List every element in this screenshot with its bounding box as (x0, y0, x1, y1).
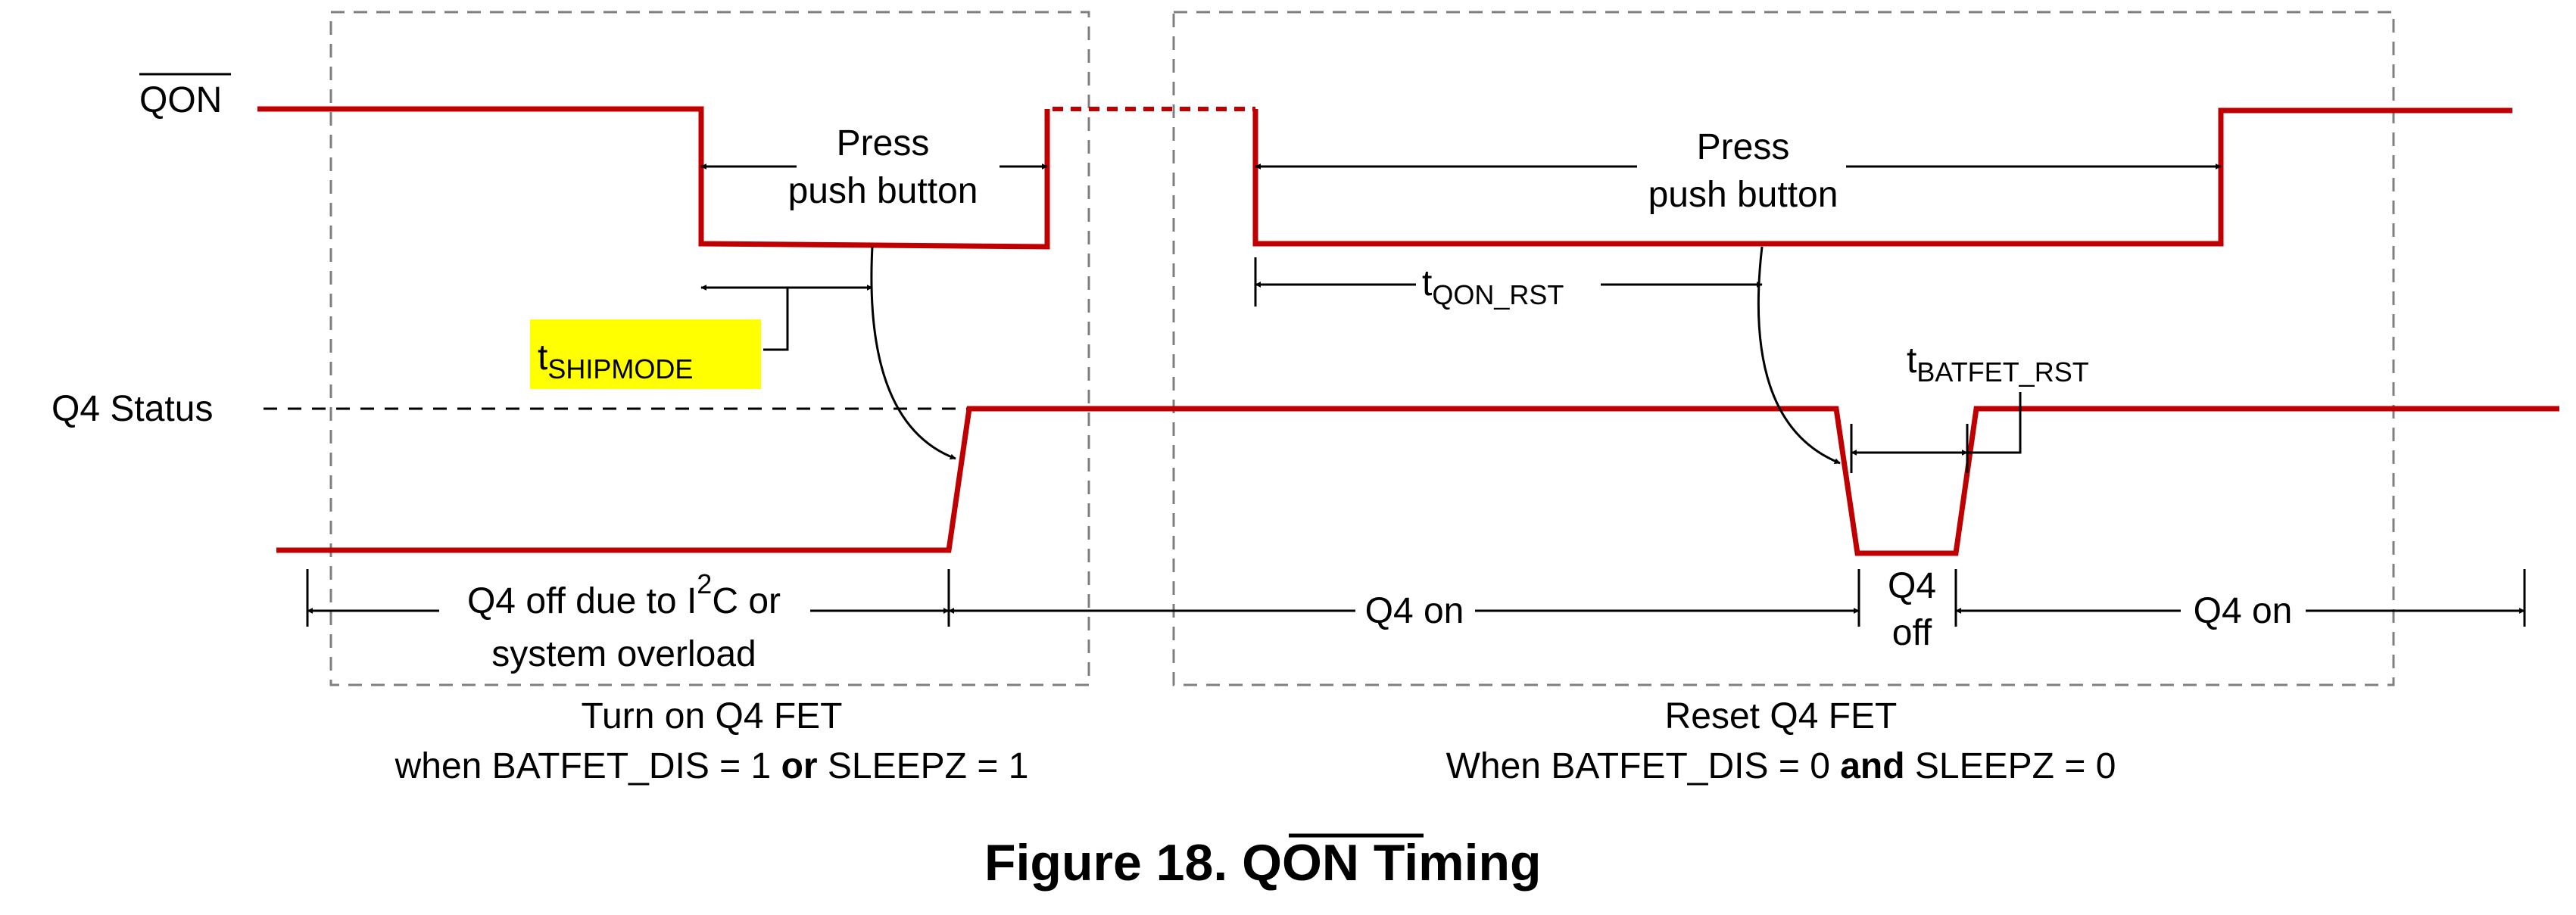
press-right-label-line1: Press (1697, 127, 1790, 167)
figure-caption-signal: QON (1242, 834, 1359, 892)
qon-rst-to-q4-fall-arrow (1757, 246, 1841, 465)
press-left-label-line1: Press (837, 123, 930, 163)
t-qon-rst-label: tQON_RST (1422, 263, 1564, 310)
t-shipmode-label: tSHIPMODE (538, 338, 693, 384)
t-shipmode-highlight (530, 319, 761, 389)
right-box-title: Reset Q4 FET (1665, 696, 1898, 736)
press-right-label-line2: push button (1648, 175, 1838, 215)
q4-off-short-label-line2: off (1892, 613, 1932, 653)
figure-caption: Figure 18. QON Timing (984, 834, 1542, 892)
q4-status-waveform (276, 406, 2559, 556)
left-box-title: Turn on Q4 FET (582, 696, 843, 736)
right-box-condition: When BATFET_DIS = 0 and SLEEPZ = 0 (1446, 746, 2116, 786)
q4-off-region-label-line2: system overload (491, 634, 756, 674)
qon-waveform-right (1252, 107, 2512, 247)
qon-signal-label: QON (139, 80, 222, 120)
t-shipmode-leader (763, 288, 789, 351)
q4-on-mid-label: Q4 on (1365, 591, 1464, 631)
left-box-condition: when BATFET_DIS = 1 or SLEEPZ = 1 (395, 746, 1029, 786)
right-region-box (1172, 11, 2395, 686)
q4-off-region-label-line1: Q4 off due to I2C or (467, 568, 781, 621)
press-left-label-line2: push button (788, 171, 978, 211)
q4-status-label: Q4 Status (51, 389, 213, 429)
left-region-box (329, 11, 1090, 686)
t-batfet-rst-label: tBATFET_RST (1907, 341, 2089, 387)
qon-waveform-left (257, 106, 1050, 250)
shipmode-to-q4-rise-arrow (870, 246, 956, 460)
t-batfet-rst-leader (1967, 392, 2022, 454)
q4-on-right-label: Q4 on (2194, 591, 2293, 631)
q4-off-short-label-line1: Q4 (1888, 566, 1936, 606)
